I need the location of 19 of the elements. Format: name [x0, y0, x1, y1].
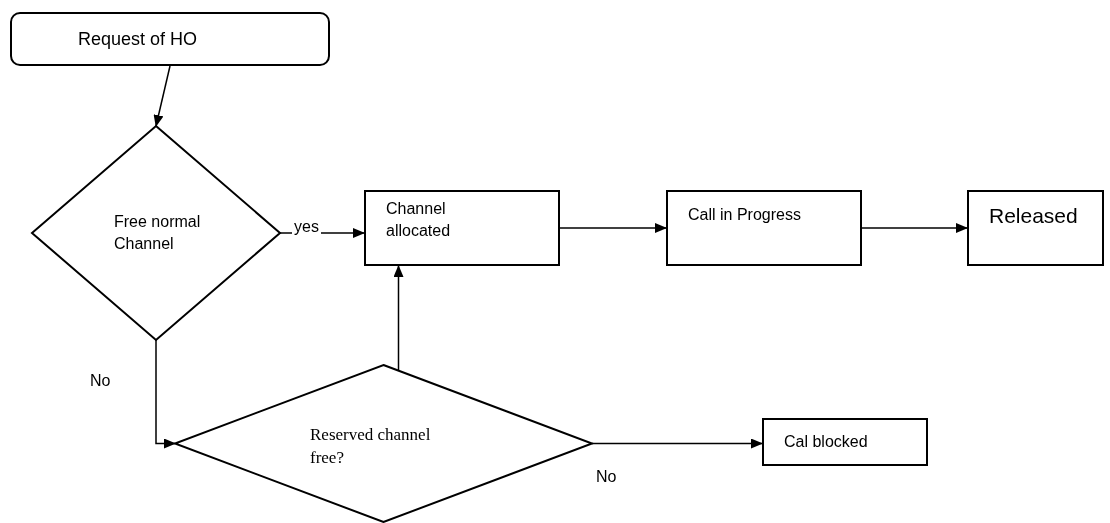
- node-label: Cal blocked: [784, 432, 868, 453]
- arrow: [393, 265, 404, 372]
- process-box: [364, 190, 560, 266]
- node-label: Request of HO: [78, 27, 198, 51]
- arrow: [153, 65, 171, 127]
- process-box: [762, 418, 928, 466]
- process-box: [967, 190, 1104, 266]
- decision-diamond: [175, 365, 592, 522]
- node-label: Released: [989, 203, 1078, 229]
- arrow: [861, 223, 968, 233]
- decision-diamond: [32, 126, 280, 340]
- node-label: Call in Progress: [688, 205, 801, 225]
- node-label: Free normal Channel: [114, 212, 202, 254]
- process-box: [666, 190, 862, 266]
- node-label: Channel allocated: [386, 199, 452, 241]
- start-box: [10, 12, 330, 66]
- node-label: Reserved channel free?: [310, 423, 432, 469]
- arrow: [559, 223, 667, 233]
- arrow: [155, 339, 176, 449]
